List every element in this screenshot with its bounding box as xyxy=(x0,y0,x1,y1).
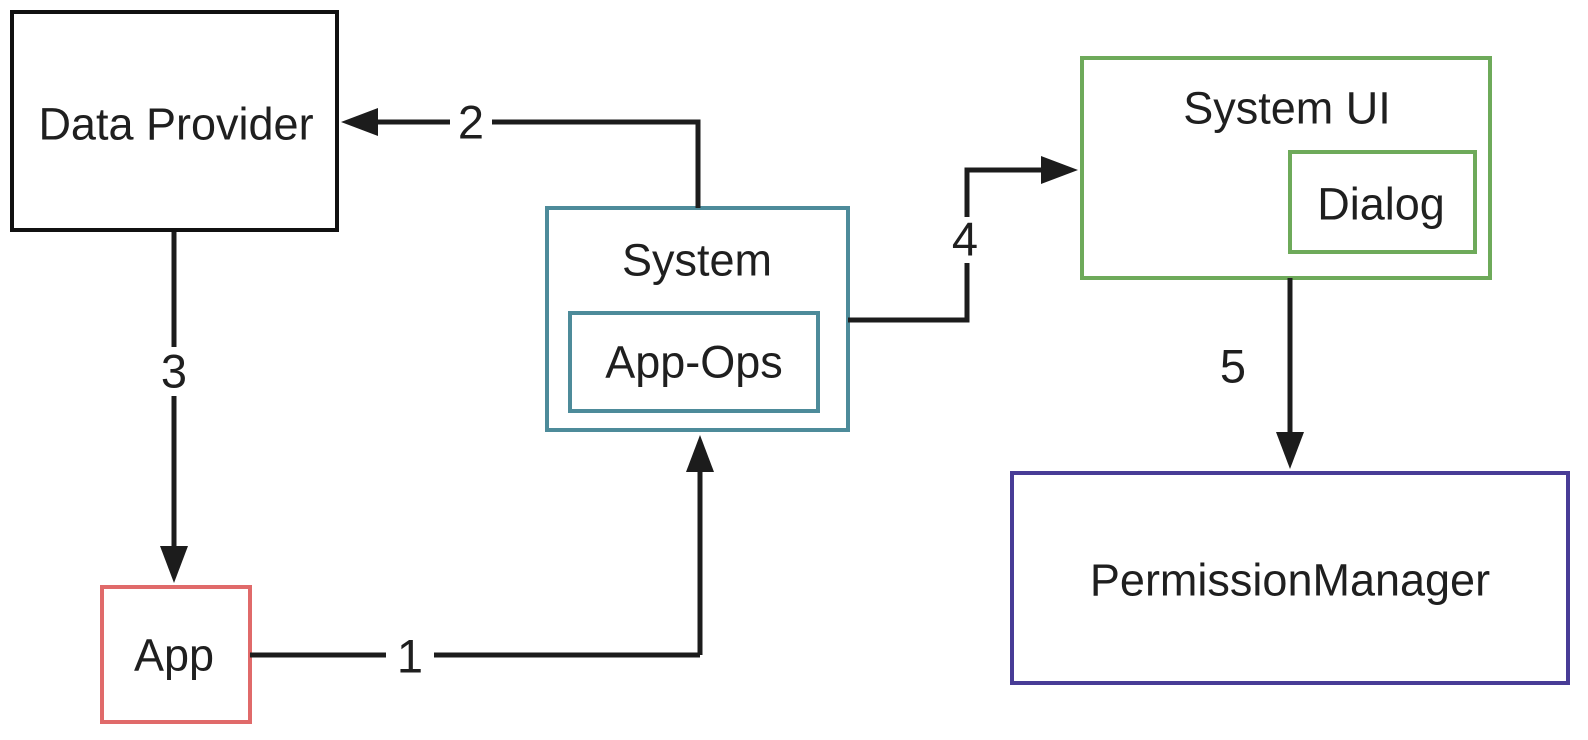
node-dialog-box xyxy=(1288,150,1477,254)
node-app-box xyxy=(100,585,252,724)
node-data-provider-label: Data Provider xyxy=(38,99,313,150)
arrow-5-label: 5 xyxy=(1220,340,1246,393)
node-app-ops-box xyxy=(568,311,820,413)
arrow-4-line xyxy=(848,167,1043,323)
arrow-2-line xyxy=(374,119,701,208)
arrow-3-head xyxy=(160,546,188,583)
node-system-label: System xyxy=(622,235,772,286)
arrow-1-line xyxy=(250,468,703,658)
node-system-ui-label: System UI xyxy=(1183,83,1391,134)
node-system-ui: System UI Dialog xyxy=(1080,56,1492,280)
arrow-2: 2 xyxy=(341,96,701,208)
arrow-4-head xyxy=(1041,156,1078,184)
node-app-label: App xyxy=(134,630,214,681)
node-permission-manager-label: PermissionManager xyxy=(1090,555,1490,606)
node-permission-manager-box xyxy=(1010,471,1570,685)
arrow-4-label: 4 xyxy=(952,213,978,266)
node-app: App xyxy=(100,585,252,724)
arrow-5: 5 xyxy=(1220,278,1304,469)
arrow-1-label: 1 xyxy=(397,630,423,683)
node-data-provider: Data Provider xyxy=(10,10,339,232)
arrow-1: 1 xyxy=(250,435,714,683)
node-dialog-label: Dialog xyxy=(1317,179,1445,230)
arrow-2-head xyxy=(341,108,378,136)
arrow-3: 3 xyxy=(160,232,188,583)
arrow-5-head xyxy=(1276,432,1304,469)
arrow-2-label: 2 xyxy=(458,96,484,149)
arrow-4: 4 xyxy=(848,156,1078,323)
node-app-ops-label: App-Ops xyxy=(605,337,783,388)
arrow-1-head xyxy=(686,435,714,472)
node-data-provider-box xyxy=(10,10,339,232)
node-permission-manager: PermissionManager xyxy=(1010,471,1570,685)
arrow-3-label: 3 xyxy=(161,345,187,398)
node-system: System App-Ops xyxy=(545,206,850,432)
